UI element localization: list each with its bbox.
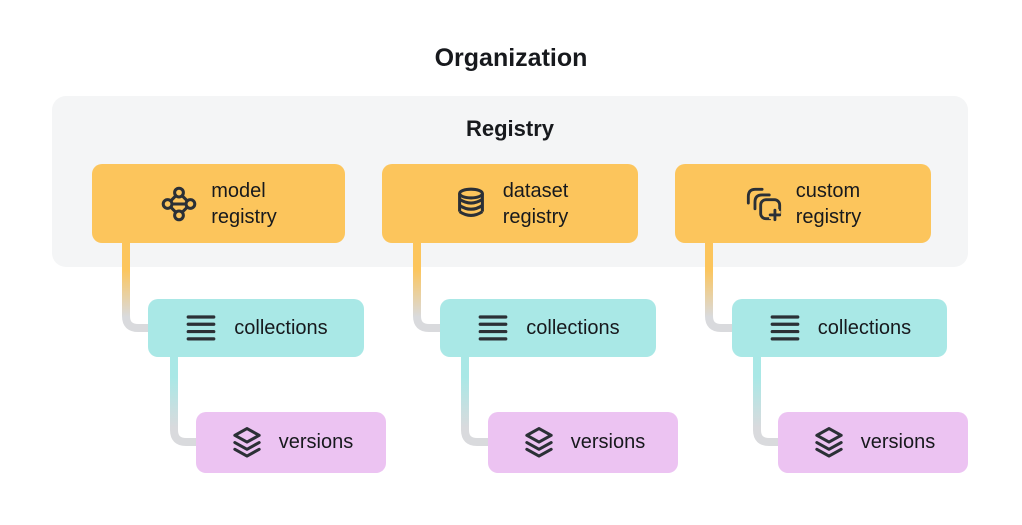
connector-collections-versions-3 [753, 354, 782, 446]
layers-stack-icon [811, 425, 847, 461]
connector-custom-collections [705, 240, 736, 332]
node-label: versions [278, 431, 354, 453]
node-label: versions [860, 431, 936, 453]
registry-panel-label: Registry [465, 116, 555, 141]
node-dataset-registry: dataset registry [382, 164, 638, 243]
list-lines-icon [768, 311, 802, 345]
node-custom-registry: custom registry [675, 164, 931, 243]
connector-dataset-collections [413, 240, 444, 332]
node-label: versions [570, 431, 646, 453]
node-collections-2: collections [440, 299, 656, 357]
connector-collections-versions-1 [170, 354, 200, 446]
layers-stack-icon [521, 425, 557, 461]
diagram-title: Organization [434, 44, 588, 72]
node-label: custom registry [795, 179, 862, 228]
layers-stack-icon [229, 425, 265, 461]
list-lines-icon [184, 311, 218, 345]
node-versions-3: versions [778, 412, 968, 473]
copy-plus-icon [745, 185, 783, 223]
node-label: collections [234, 316, 328, 339]
node-versions-1: versions [196, 412, 386, 473]
connector-collections-versions-2 [461, 354, 492, 446]
node-label: model registry [211, 179, 277, 228]
node-label: collections [817, 316, 912, 339]
node-label: dataset registry [502, 179, 569, 228]
node-label: collections [526, 316, 620, 339]
node-collections-1: collections [148, 299, 364, 357]
node-collections-3: collections [732, 299, 947, 357]
node-versions-2: versions [488, 412, 678, 473]
model-graph-icon [160, 185, 198, 223]
connector-model-collections [122, 240, 152, 332]
node-model-registry: model registry [92, 164, 345, 243]
list-lines-icon [476, 311, 510, 345]
database-icon [452, 185, 490, 223]
